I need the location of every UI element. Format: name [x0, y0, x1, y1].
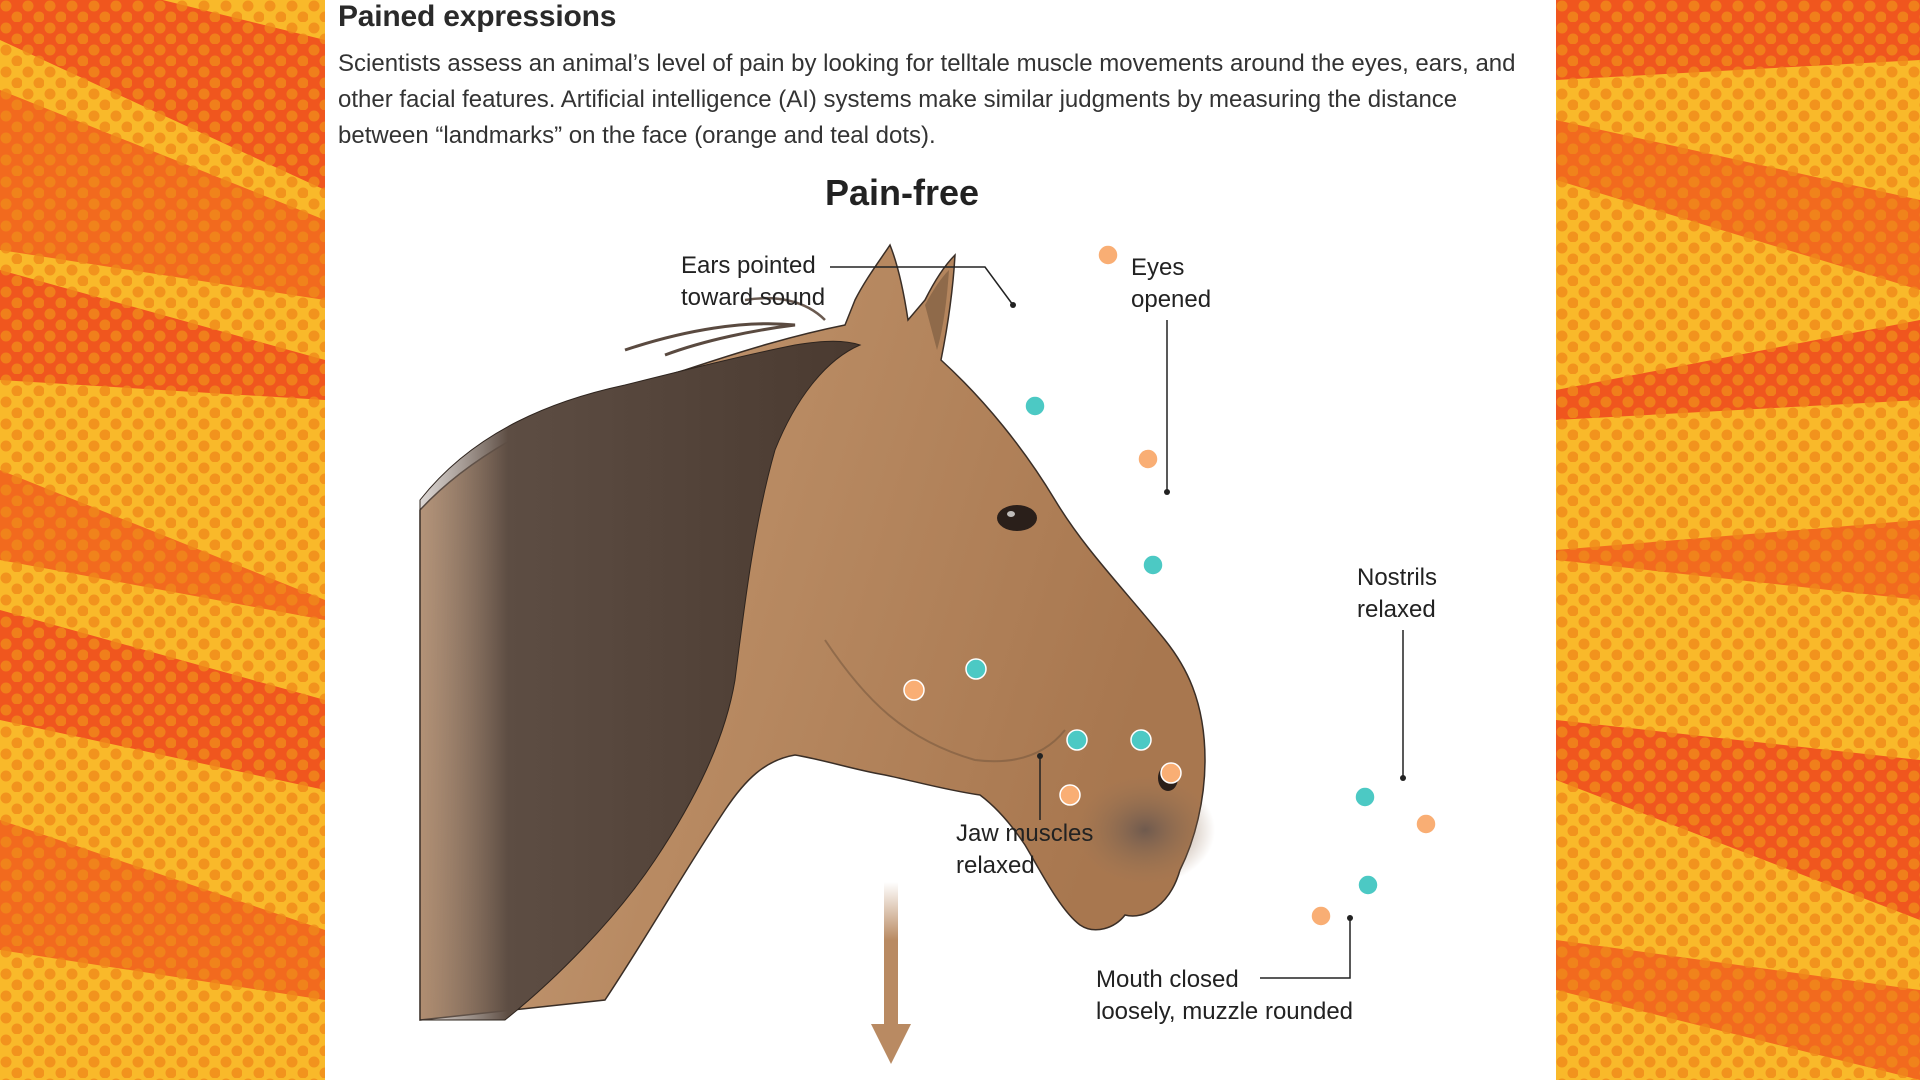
mouth-leader-line [1260, 918, 1351, 979]
label-mouth: Mouth closed loosely, muzzle rounded [1096, 964, 1353, 1028]
horse-mane [419, 340, 862, 1021]
mane-wisp [744, 296, 826, 321]
orange-landmark [1097, 244, 1119, 266]
teal-landmark [1354, 786, 1376, 808]
label-nostrils-line2: relaxed [1357, 596, 1436, 623]
eyes-leader-point [1164, 489, 1170, 495]
background-pattern-left [0, 0, 325, 1080]
eye-highlight [1007, 511, 1015, 517]
orange-landmark [1059, 784, 1081, 806]
label-jaw: Jaw muscles relaxed [956, 818, 1093, 882]
teal-landmark [965, 658, 987, 680]
page-title: Pained expressions [338, 0, 617, 33]
orange-landmark [1310, 905, 1332, 927]
teal-landmark [1357, 874, 1379, 896]
mouth-leader-point [1347, 915, 1353, 921]
orange-landmark [1137, 448, 1159, 470]
label-nostrils-line1: Nostrils [1357, 564, 1438, 591]
horse-diagram [419, 243, 1437, 1064]
label-ears: Ears pointed toward sound [681, 250, 825, 314]
muzzle-shading [1075, 775, 1215, 885]
label-jaw-line2: relaxed [956, 852, 1035, 879]
horse-eye [997, 505, 1037, 531]
jaw-leader-point [1037, 753, 1043, 759]
label-eyes-line1: Eyes [1131, 254, 1185, 281]
orange-landmarks [903, 244, 1437, 927]
label-ears-line2: toward sound [681, 284, 826, 311]
infographic-panel: Pained expressions Scientists assess an … [325, 0, 1556, 1080]
down-arrow-icon [871, 882, 911, 1064]
label-mouth-line2: loosely, muzzle rounded [1096, 998, 1354, 1025]
label-ears-line1: Ears pointed [681, 252, 816, 279]
teal-landmark [1142, 554, 1164, 576]
orange-landmark [1160, 762, 1182, 784]
teal-landmark [1066, 729, 1088, 751]
teal-landmark [1024, 395, 1046, 417]
label-nostrils: Nostrils relaxed [1357, 562, 1437, 626]
background-pattern-right [1556, 0, 1920, 1080]
teal-landmarks [965, 395, 1379, 896]
jaw-contour [824, 639, 1066, 763]
ear-inner [925, 270, 949, 350]
teal-landmark [1130, 729, 1152, 751]
label-mouth-line1: Mouth closed [1096, 966, 1239, 993]
diagram-heading: Pain-free [825, 172, 980, 213]
label-eyes: Eyes opened [1131, 252, 1211, 316]
label-jaw-line1: Jaw muscles [956, 820, 1094, 847]
label-eyes-line2: opened [1131, 286, 1212, 313]
nostrils-leader-point [1400, 775, 1406, 781]
ears-leader-line [830, 266, 1014, 306]
mane-wisp [624, 322, 796, 357]
orange-landmark [903, 679, 925, 701]
description-text: Scientists assess an animal’s level of p… [338, 50, 1516, 149]
ears-leader-point [1010, 302, 1016, 308]
orange-landmark [1415, 813, 1437, 835]
